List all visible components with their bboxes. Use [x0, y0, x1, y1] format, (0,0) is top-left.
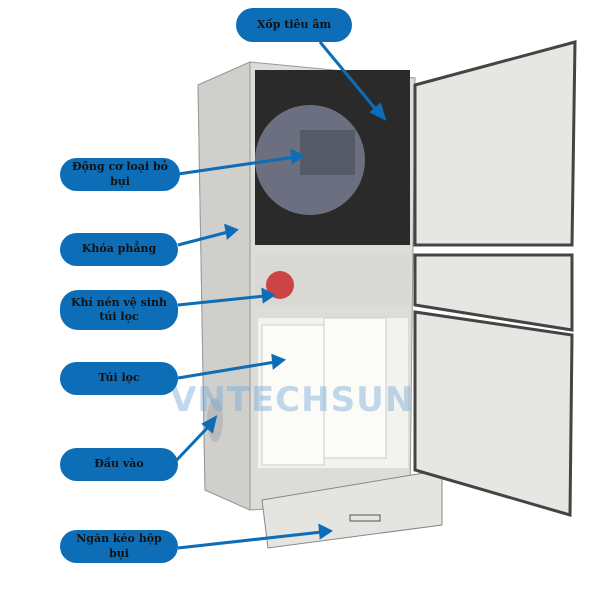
- open-doors: [413, 40, 577, 517]
- label-drawer: Ngăn kéo hộp bụi: [60, 530, 178, 563]
- dust-drawer: [261, 469, 443, 549]
- watermark: VNTECHSUN: [170, 380, 415, 420]
- label-motor: Động cơ loại bỏ bụi: [60, 158, 180, 191]
- drawer-handle: [349, 514, 381, 522]
- label-filter: Túi lọc: [60, 362, 178, 395]
- callout-arrows: [170, 41, 387, 550]
- filter-bag-2: [323, 317, 387, 459]
- air-valve: [266, 271, 294, 299]
- label-lock: Khóa phẳng: [60, 233, 178, 266]
- cabinet: [197, 61, 443, 549]
- filter-bag-1: [261, 324, 325, 466]
- label-air: Khí nén vệ sinh túi lọc: [60, 290, 178, 330]
- label-inlet: Đầu vào: [60, 448, 178, 481]
- label-foam: Xốp tiêu âm: [236, 8, 352, 42]
